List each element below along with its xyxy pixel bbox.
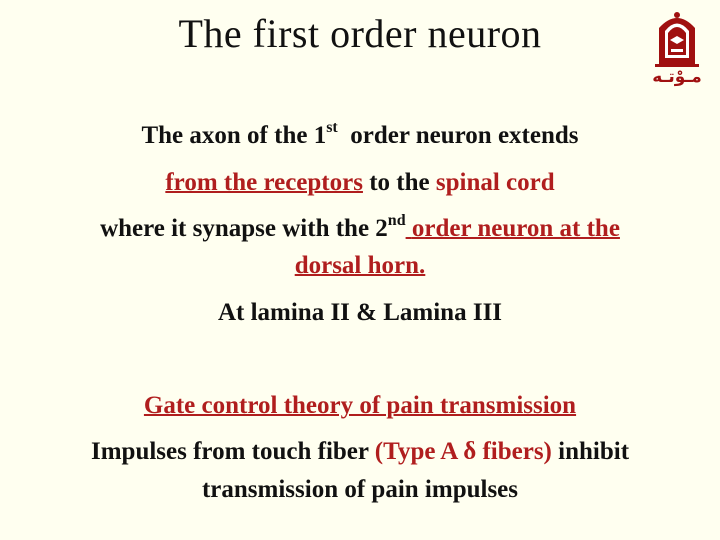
highlight-order-neuron: order neuron at the (406, 215, 620, 242)
gate-control-heading: Gate control theory of pain transmission (143, 392, 577, 419)
para1-line1: The axon of the 1st order neuron extends (0, 118, 720, 152)
para1-line5: At lamina II & Lamina III (0, 297, 720, 329)
text: Impulses from touch fiber (90, 438, 369, 465)
text: order neuron at the (411, 215, 620, 242)
highlight-fiber-type: (Type A δ fibers) (374, 438, 552, 465)
text: The axon of the 1 (141, 122, 327, 149)
highlight-receptors: from the receptors (165, 169, 363, 196)
superscript: st (326, 118, 338, 136)
text: inhibit (558, 438, 630, 465)
para2-heading: Gate control theory of pain transmission (0, 390, 720, 422)
text: order neuron extends (350, 122, 579, 149)
emblem-icon (655, 12, 699, 67)
text: transmission of pain impulses (201, 476, 519, 503)
para2-line2: Impulses from touch fiber (Type A δ fibe… (0, 436, 720, 468)
highlight-dorsal-horn: dorsal horn. (294, 252, 426, 279)
logo-text: مـوْتـه (652, 67, 702, 87)
slide-title: The first order neuron (178, 11, 542, 56)
para1-line3: where it synapse with the 2nd order neur… (0, 211, 720, 245)
text: At lamina II & Lamina III (217, 299, 503, 326)
university-logo: مـوْتـه (638, 6, 716, 88)
para1-line4: dorsal horn. (0, 250, 720, 282)
superscript: nd (387, 211, 406, 229)
highlight-spinal-cord: spinal cord (435, 169, 555, 196)
text: where it synapse with the 2 (100, 215, 388, 242)
para2-line3: transmission of pain impulses (0, 474, 720, 506)
text: to the (369, 169, 430, 196)
para1-line2: from the receptors to the spinal cord (0, 167, 720, 199)
